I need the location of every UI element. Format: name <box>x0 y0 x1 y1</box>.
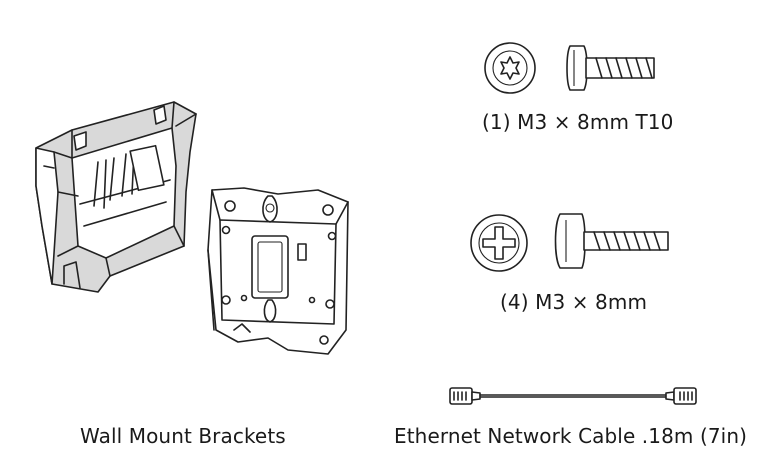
t10-screw-side-icon <box>564 40 660 96</box>
phillips-screw-label: (4) M3 × 8mm <box>500 290 648 314</box>
ethernet-cable-icon <box>446 382 700 412</box>
wall-mount-bracket-flat <box>198 180 358 362</box>
t10-screw-head-icon <box>482 40 538 96</box>
ethernet-cable-label: Ethernet Network Cable .18m (7in) <box>394 424 748 448</box>
phillips-screw-head-icon <box>468 212 530 274</box>
wall-mount-brackets-label: Wall Mount Brackets <box>80 424 286 448</box>
t10-screw-label: (1) M3 × 8mm T10 <box>482 110 674 134</box>
phillips-screw-side-icon <box>554 210 674 272</box>
wall-mount-bracket-angled <box>14 96 204 296</box>
